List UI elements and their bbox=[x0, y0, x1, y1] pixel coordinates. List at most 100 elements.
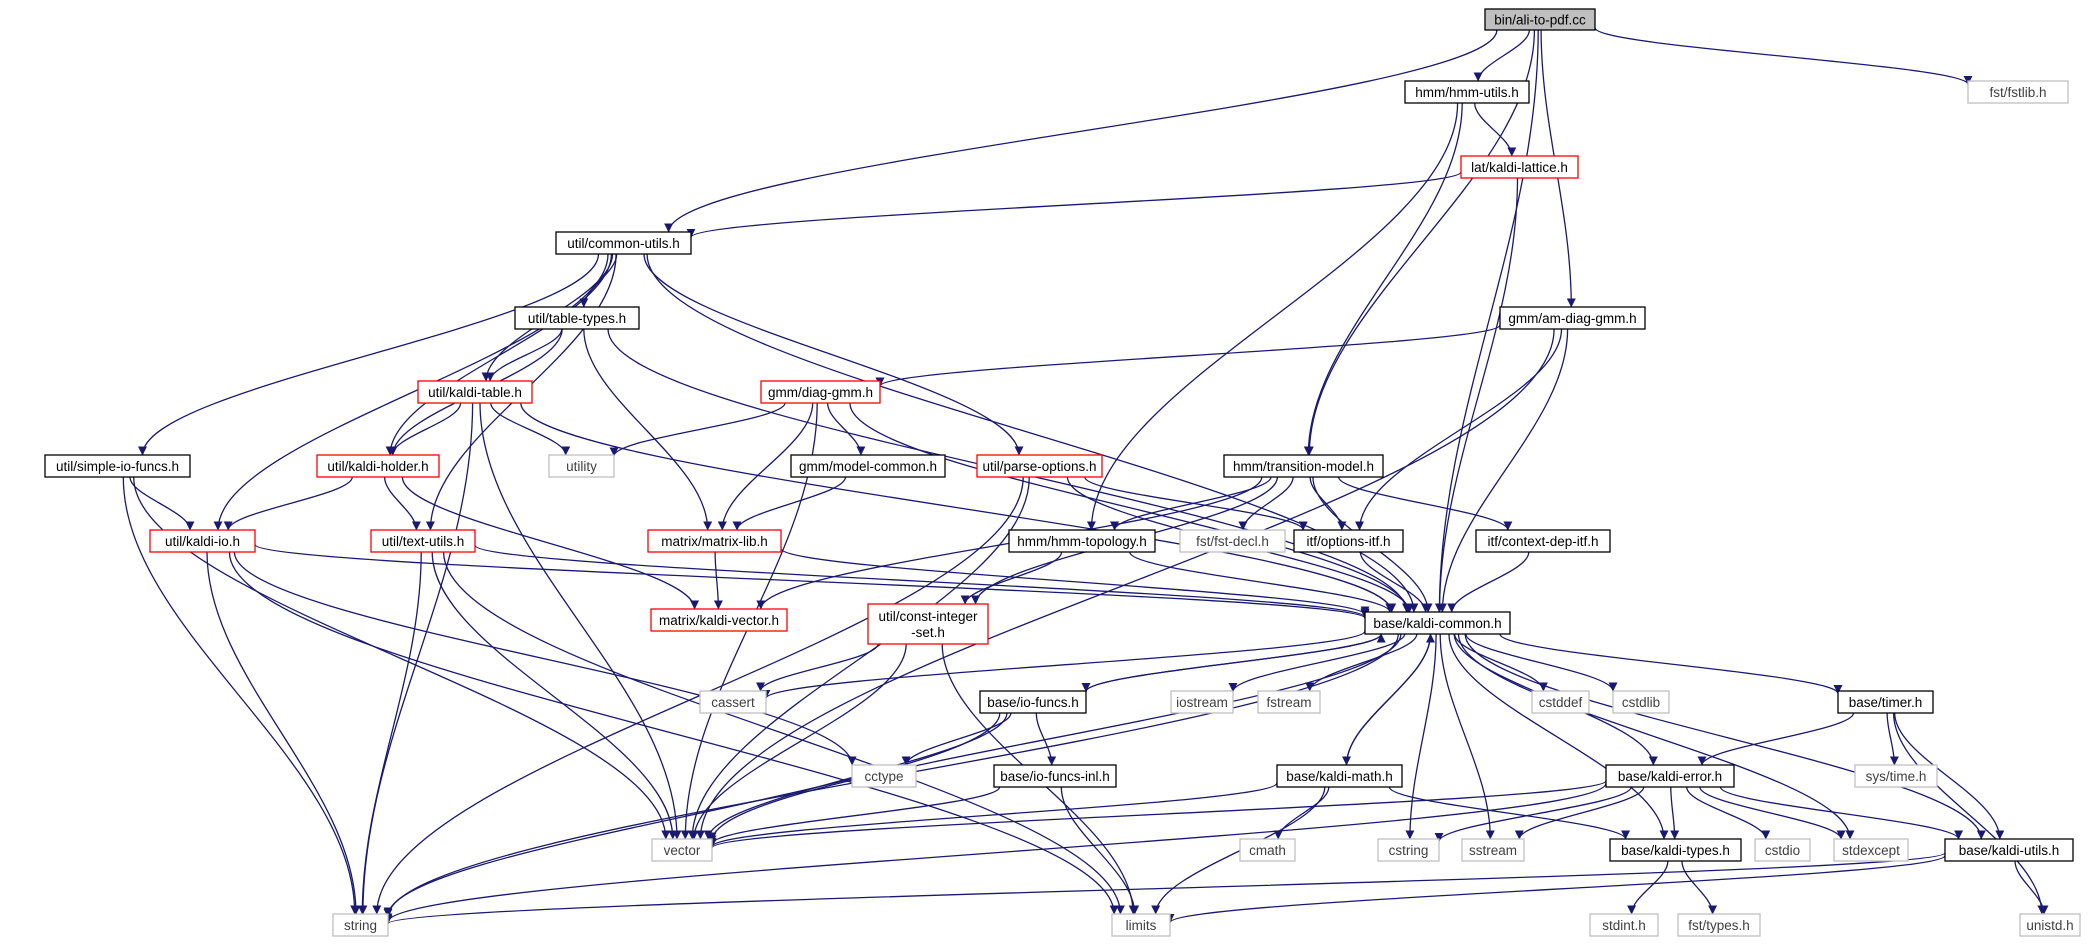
node-amdiag[interactable]: gmm/am-diag-gmm.h bbox=[1499, 306, 1646, 330]
node-fsttypes: fst/types.h bbox=[1677, 913, 1761, 937]
node-box-constint bbox=[867, 603, 989, 645]
node-matrixlib[interactable]: matrix/matrix-lib.h bbox=[647, 529, 782, 553]
node-sstream: sstream bbox=[1461, 838, 1525, 862]
node-label-fsttypes: fst/types.h bbox=[1688, 918, 1750, 933]
node-cstring: cstring bbox=[1377, 838, 1440, 862]
node-box-iofuncs bbox=[979, 690, 1087, 714]
node-topology[interactable]: hmm/hmm-topology.h bbox=[1008, 529, 1156, 553]
node-lattice[interactable]: lat/kaldi-lattice.h bbox=[1460, 155, 1579, 179]
edge-topology-to-constint bbox=[960, 551, 1063, 605]
edge-textutils-to-vector bbox=[431, 551, 678, 840]
node-box-sstream bbox=[1461, 838, 1525, 862]
node-box-cstddef bbox=[1531, 690, 1590, 714]
edge-matrixlib-to-kaldivector bbox=[713, 551, 723, 610]
edge-kaldicommon-to-sstream bbox=[1439, 633, 1495, 840]
node-box-fstream bbox=[1257, 690, 1321, 714]
node-tabletypes[interactable]: util/table-types.h bbox=[514, 306, 640, 330]
edge-transmodel-to-optionsitf bbox=[1309, 476, 1347, 531]
edge-amdiag-to-optionsitf bbox=[1355, 328, 1563, 531]
node-label-tabletypes: util/table-types.h bbox=[528, 311, 626, 326]
edge-kaldicommon-to-kaldiutils bbox=[1464, 633, 1986, 840]
edge-diaggmm-to-modelcommon bbox=[826, 402, 866, 456]
node-label-cassert: cassert bbox=[711, 695, 755, 710]
edge-kaldicommon-to-cassert bbox=[761, 630, 1366, 699]
edge-amdiag-to-vector bbox=[695, 328, 1555, 840]
node-fstream: fstream bbox=[1257, 690, 1321, 714]
node-kaldiio[interactable]: util/kaldi-io.h bbox=[149, 529, 256, 553]
edge-transmodel-to-fstdecl bbox=[1238, 476, 1294, 531]
node-kaldicommon[interactable]: base/kaldi-common.h bbox=[1364, 611, 1511, 635]
edge-kaldierror-to-cstring bbox=[1434, 786, 1632, 842]
node-box-common bbox=[555, 231, 692, 255]
node-label-cstdio: cstdio bbox=[1765, 843, 1800, 858]
node-simpleio[interactable]: util/simple-io-funcs.h bbox=[44, 454, 191, 478]
node-utility: utility bbox=[548, 454, 615, 478]
edge-textutils-to-limits bbox=[442, 551, 1125, 915]
node-box-cassert bbox=[699, 690, 767, 714]
node-kaldimath[interactable]: base/kaldi-math.h bbox=[1276, 764, 1403, 788]
edge-simpleio-to-kaldiio bbox=[129, 476, 195, 531]
node-box-kalditable bbox=[417, 380, 533, 404]
node-label-contextdep: itf/context-dep-itf.h bbox=[1487, 534, 1598, 549]
node-box-hmmutils bbox=[1404, 80, 1530, 104]
node-kaldierror[interactable]: base/kaldi-error.h bbox=[1605, 764, 1735, 788]
node-timer[interactable]: base/timer.h bbox=[1837, 690, 1934, 714]
edge-holder-to-textutils bbox=[383, 476, 421, 531]
node-contextdep[interactable]: itf/context-dep-itf.h bbox=[1475, 529, 1611, 553]
node-limits: limits bbox=[1111, 913, 1171, 937]
edge-timer-to-systime bbox=[1886, 712, 1899, 766]
node-holder[interactable]: util/kaldi-holder.h bbox=[316, 454, 440, 478]
edge-amdiag-to-diaggmm bbox=[875, 324, 1501, 387]
node-box-topology bbox=[1008, 529, 1156, 553]
edge-iofuncsinl-to-vector bbox=[707, 786, 1001, 845]
node-parseopt[interactable]: util/parse-options.h bbox=[976, 454, 1103, 478]
node-box-kaldicommon bbox=[1364, 611, 1511, 635]
edge-lattice-to-kaldicommon bbox=[1435, 177, 1519, 613]
node-transmodel[interactable]: hmm/transition-model.h bbox=[1223, 454, 1384, 478]
edge-kaldicommon-to-kalditypes bbox=[1448, 633, 1669, 840]
node-kalditypes[interactable]: base/kaldi-types.h bbox=[1609, 838, 1742, 862]
node-constint[interactable]: util/const-integer-set.h bbox=[867, 603, 989, 645]
edge-kaldicommon-to-cstring bbox=[1405, 633, 1437, 840]
node-box-kaldimath bbox=[1276, 764, 1403, 788]
node-cassert: cassert bbox=[699, 690, 767, 714]
node-box-tabletypes bbox=[514, 306, 640, 330]
node-common[interactable]: util/common-utils.h bbox=[555, 231, 692, 255]
node-kaldiutils[interactable]: base/kaldi-utils.h bbox=[1944, 838, 2074, 862]
node-label-topology: hmm/hmm-topology.h bbox=[1017, 534, 1147, 549]
node-modelcommon[interactable]: gmm/model-common.h bbox=[790, 454, 946, 478]
edge-amdiag-to-kaldicommon bbox=[1437, 328, 1569, 613]
node-diaggmm[interactable]: gmm/diag-gmm.h bbox=[760, 380, 881, 404]
node-fstdecl: fst/fst-decl.h bbox=[1179, 529, 1286, 553]
edge-iofuncsinl-to-limits bbox=[1060, 786, 1140, 915]
node-root[interactable]: bin/ali-to-pdf.cc bbox=[1484, 8, 1596, 31]
edge-transmodel-to-contextdep bbox=[1337, 476, 1513, 531]
node-label-cstring: cstring bbox=[1389, 843, 1429, 858]
node-box-kaldivector bbox=[650, 608, 788, 632]
node-label-optionsitf: itf/options-itf.h bbox=[1306, 534, 1390, 549]
node-label-kaldimath: base/kaldi-math.h bbox=[1286, 769, 1393, 784]
node-iostream: iostream bbox=[1170, 690, 1234, 714]
node-textutils[interactable]: util/text-utils.h bbox=[370, 529, 476, 553]
edge-kaldiutils-to-limits bbox=[1165, 854, 1946, 924]
node-label-holder: util/kaldi-holder.h bbox=[327, 459, 428, 474]
node-iofuncs[interactable]: base/io-funcs.h bbox=[979, 690, 1087, 714]
node-label-utility: utility bbox=[566, 459, 597, 474]
node-label-kalditypes: base/kaldi-types.h bbox=[1621, 843, 1730, 858]
node-box-fstdecl bbox=[1179, 529, 1286, 553]
edge-common-to-kaldiio bbox=[213, 253, 609, 531]
node-kaldivector[interactable]: matrix/kaldi-vector.h bbox=[650, 608, 788, 632]
edge-hmmutils-to-transmodel bbox=[1303, 102, 1463, 456]
node-hmmutils[interactable]: hmm/hmm-utils.h bbox=[1404, 80, 1530, 104]
edge-hmmutils-to-topology bbox=[1086, 102, 1459, 531]
node-kalditable[interactable]: util/kaldi-table.h bbox=[417, 380, 533, 404]
node-box-cctype bbox=[851, 764, 917, 788]
node-optionsitf[interactable]: itf/options-itf.h bbox=[1293, 529, 1404, 553]
edge-constint-to-cassert bbox=[756, 643, 879, 692]
node-iofuncsinl[interactable]: base/io-funcs-inl.h bbox=[993, 764, 1117, 788]
edge-kaldicommon-to-timer bbox=[1499, 633, 1843, 695]
edge-kaldimath-to-kalditypes bbox=[1388, 786, 1630, 840]
node-box-kaldierror bbox=[1605, 764, 1735, 788]
edge-kaldimath-to-cmath bbox=[1273, 786, 1330, 840]
